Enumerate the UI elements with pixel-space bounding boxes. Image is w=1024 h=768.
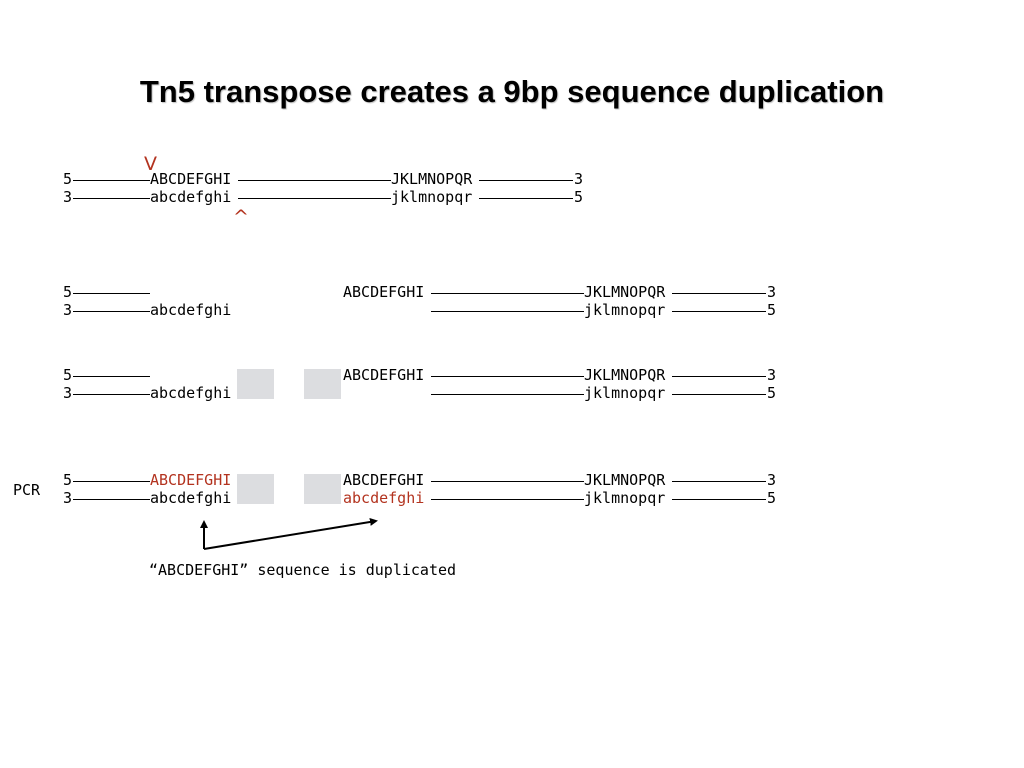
strand-line bbox=[431, 311, 584, 312]
pcr-label: PCR bbox=[13, 481, 41, 499]
insert-block-left bbox=[237, 369, 274, 399]
strand-end-label: 5 bbox=[574, 188, 584, 206]
strand-line bbox=[73, 198, 150, 199]
strand-line bbox=[431, 499, 584, 500]
insert-block-left bbox=[237, 474, 274, 504]
strand-line bbox=[73, 499, 150, 500]
strand-end-label: 3 bbox=[574, 170, 584, 188]
sequence-upper: ABCDEFGHI bbox=[343, 471, 425, 489]
sequence-lower: jklmnopqr bbox=[584, 301, 666, 319]
strand-end-label: 3 bbox=[63, 489, 73, 507]
strand-line bbox=[73, 293, 150, 294]
strand-line bbox=[672, 481, 766, 482]
sequence-lower: jklmnopqr bbox=[584, 489, 666, 507]
strand-line bbox=[431, 376, 584, 377]
sequence-lower: abcdefghi bbox=[150, 188, 232, 206]
strand-line bbox=[479, 198, 573, 199]
strand-line bbox=[672, 499, 766, 500]
duplication-caption: “ABCDEFGHI” sequence is duplicated bbox=[149, 561, 457, 579]
sequence-lower: jklmnopqr bbox=[584, 384, 666, 402]
duplicated-sequence-upper: ABCDEFGHI bbox=[150, 471, 232, 489]
strand-line bbox=[431, 481, 584, 482]
strand-line bbox=[672, 293, 766, 294]
strand-line bbox=[73, 481, 150, 482]
strand-end-label: 3 bbox=[63, 301, 73, 319]
sequence-upper: JKLMNOPQR bbox=[391, 170, 473, 188]
strand-line bbox=[672, 394, 766, 395]
strand-line bbox=[73, 376, 150, 377]
sequence-lower: abcdefghi bbox=[150, 301, 232, 319]
sequence-upper: JKLMNOPQR bbox=[584, 366, 666, 384]
strand-line bbox=[431, 394, 584, 395]
bottom-cut-marker: ^ bbox=[233, 206, 249, 228]
strand-end-label: 5 bbox=[63, 471, 73, 489]
strand-line bbox=[73, 180, 150, 181]
strand-end-label: 5 bbox=[63, 283, 73, 301]
strand-end-label: 3 bbox=[767, 283, 777, 301]
strand-line bbox=[238, 180, 391, 181]
strand-line bbox=[73, 394, 150, 395]
strand-end-label: 5 bbox=[767, 384, 777, 402]
sequence-upper: JKLMNOPQR bbox=[584, 471, 666, 489]
strand-line bbox=[73, 311, 150, 312]
sequence-lower: abcdefghi bbox=[150, 489, 232, 507]
strand-end-label: 5 bbox=[767, 489, 777, 507]
sequence-upper: ABCDEFGHI bbox=[150, 170, 232, 188]
strand-line bbox=[479, 180, 573, 181]
strand-end-label: 5 bbox=[63, 170, 73, 188]
strand-end-label: 3 bbox=[63, 384, 73, 402]
slide-title: Tn5 transpose creates a 9bp sequence dup… bbox=[139, 74, 885, 109]
sequence-upper: ABCDEFGHI bbox=[343, 366, 425, 384]
sequence-lower: abcdefghi bbox=[150, 384, 232, 402]
sequence-upper: ABCDEFGHI bbox=[343, 283, 425, 301]
sequence-lower: jklmnopqr bbox=[391, 188, 473, 206]
strand-end-label: 3 bbox=[767, 366, 777, 384]
strand-end-label: 5 bbox=[63, 366, 73, 384]
insert-block-right bbox=[304, 474, 341, 504]
strand-end-label: 3 bbox=[767, 471, 777, 489]
duplicated-sequence-lower: abcdefghi bbox=[343, 489, 425, 507]
top-cut-marker: V bbox=[144, 153, 157, 175]
strand-line bbox=[672, 376, 766, 377]
strand-end-label: 3 bbox=[63, 188, 73, 206]
strand-line bbox=[238, 198, 391, 199]
strand-line bbox=[672, 311, 766, 312]
strand-line bbox=[431, 293, 584, 294]
insert-block-right bbox=[304, 369, 341, 399]
sequence-upper: JKLMNOPQR bbox=[584, 283, 666, 301]
strand-end-label: 5 bbox=[767, 301, 777, 319]
